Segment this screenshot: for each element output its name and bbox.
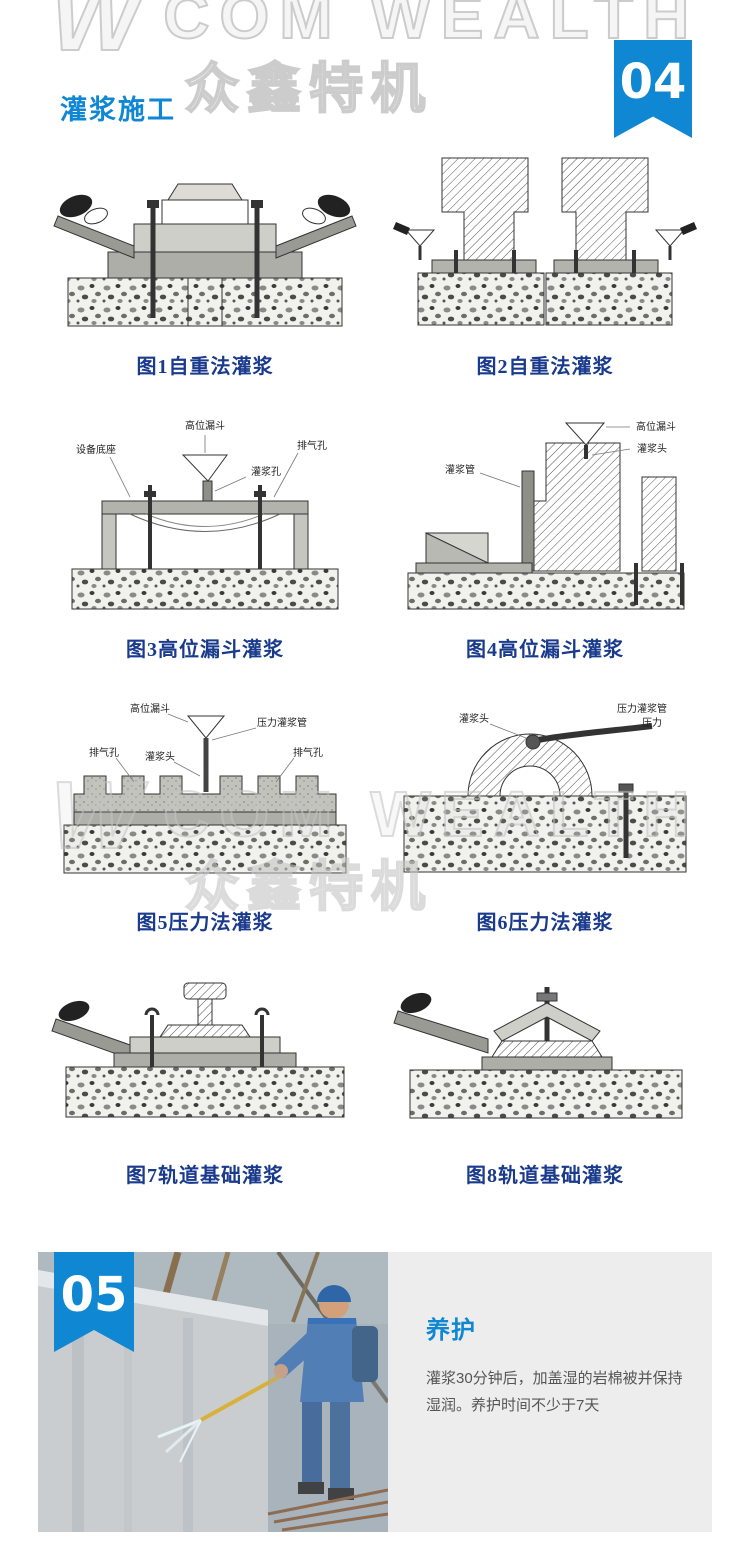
figure-caption: 图8轨道基础灌浆 [466,1165,624,1187]
diagram-label: 排气孔 [89,746,119,759]
figure-6-diagram: 灌浆头 压力灌浆管 压力 [403,702,687,873]
figure-1-diagram [53,183,357,327]
diagram-label: 灌浆头 [459,712,489,725]
figure-5: 高位漏斗 压力灌浆管 排气孔 灌浆头 排气孔 图5压力法灌浆 [40,696,370,935]
figure-8-diagram [393,987,683,1119]
curing-photo [38,1252,388,1532]
figure-4-diagram: 高位漏斗 灌浆头 灌浆管 [407,420,685,610]
diagram-label: 排气孔 [293,746,323,759]
figure-caption: 图6压力法灌浆 [476,912,614,934]
section-number-badge-05: 05 [54,1252,134,1352]
page-title: 灌浆施工 [60,95,176,125]
figure-caption: 图5压力法灌浆 [136,912,274,934]
figure-5-diagram: 高位漏斗 压力灌浆管 排气孔 灌浆头 排气孔 [63,702,347,874]
figure-caption: 图4高位漏斗灌浆 [466,639,624,661]
figure-caption: 图3高位漏斗灌浆 [126,639,284,661]
figure-2: 图2自重法灌浆 [380,150,710,379]
section-number: 05 [60,1267,128,1323]
care-text-block: 养护 灌浆30分钟后，加盖湿的岩棉被并保持湿润。养护时间不少于7天 [426,1310,696,1419]
section-number-badge-04: 04 [614,40,692,138]
figure-7: 图7轨道基础灌浆 [40,969,370,1188]
figure-caption: 图2自重法灌浆 [476,356,614,378]
diagram-label: 灌浆头 [637,442,667,455]
figure-caption: 图7轨道基础灌浆 [126,1165,284,1187]
diagram-label: 压力灌浆管 [617,702,667,715]
brand-logo: W [50,0,152,71]
figure-6: 灌浆头 压力灌浆管 压力 图6压力法灌浆 [380,696,710,935]
diagram-label: 压力 [642,716,662,729]
diagram-label: 设备底座 [76,443,116,456]
diagram-label: 排气孔 [297,439,327,452]
figure-caption: 图1自重法灌浆 [136,356,274,378]
figure-4: 高位漏斗 灌浆头 灌浆管 图4高位漏斗灌浆 [380,413,710,662]
figures-grid: 图1自重法灌浆 图2自重法灌浆 [40,150,710,1222]
diagram-label: 灌浆管 [445,463,475,476]
diagram-label: 灌浆孔 [251,465,281,478]
figure-3-diagram: 高位漏斗 设备底座 排气孔 灌浆孔 [71,419,339,610]
figure-3: 高位漏斗 设备底座 排气孔 灌浆孔 图3高位漏斗灌浆 [40,413,370,662]
diagram-label: 高位漏斗 [185,419,225,432]
diagram-label: 高位漏斗 [636,420,676,433]
figure-8: 图8轨道基础灌浆 [380,969,710,1188]
section-number: 04 [619,54,687,110]
care-title: 养护 [426,1317,476,1344]
figure-1: 图1自重法灌浆 [40,150,370,379]
diagram-label: 压力灌浆管 [257,716,307,729]
figure-2-diagram [393,157,697,326]
care-body: 灌浆30分钟后，加盖湿的岩棉被并保持湿润。养护时间不少于7天 [426,1370,683,1414]
figure-7-diagram [51,982,345,1118]
diagram-label: 灌浆头 [145,750,175,763]
diagram-label: 高位漏斗 [130,702,170,715]
care-section: 05 养护 灌浆30分钟后，加盖湿的岩棉被并保持湿润。养护时间不少于7天 [38,1252,712,1532]
